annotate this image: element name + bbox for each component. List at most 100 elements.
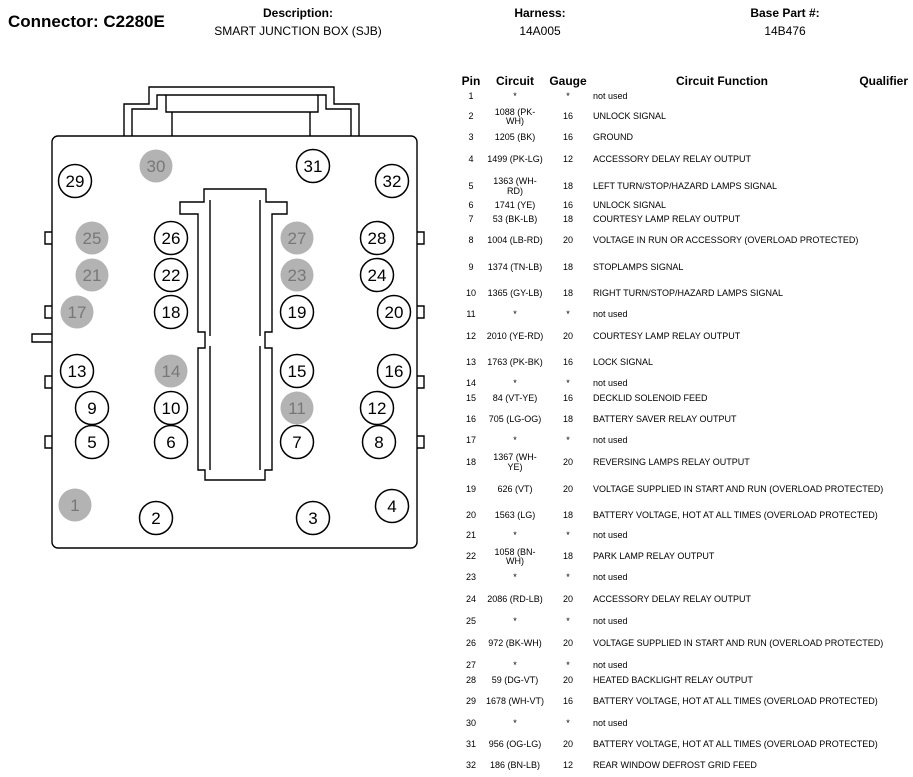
pin-cavity-19: 19 bbox=[279, 294, 315, 330]
table-row: 23**not used bbox=[456, 571, 908, 585]
circuit-cell: 1363 (WH-RD) bbox=[493, 176, 537, 196]
pin-number-label: 2 bbox=[151, 509, 160, 528]
function-cell: not used bbox=[593, 90, 628, 101]
pin-circle bbox=[57, 163, 93, 199]
pin-cell: 19 bbox=[465, 484, 476, 495]
pin-cavity-6: 6 bbox=[153, 424, 189, 460]
pin-circle bbox=[359, 257, 395, 293]
pin-number-label: 7 bbox=[292, 433, 301, 452]
table-row: 27**not used bbox=[456, 659, 908, 673]
circuit-cell: * bbox=[513, 717, 517, 728]
function-cell: GROUND bbox=[593, 132, 633, 143]
circuit-cell: 1741 (YE) bbox=[494, 199, 536, 210]
pin-cell: 9 bbox=[468, 262, 474, 273]
pin-cell: 30 bbox=[465, 717, 476, 728]
gauge-cell: 20 bbox=[562, 594, 573, 605]
pin-number-label: 10 bbox=[162, 399, 181, 418]
circuit-cell: 2086 (RD-LB) bbox=[487, 594, 543, 605]
gauge-cell: 16 bbox=[562, 111, 573, 122]
function-cell: LOCK SIGNAL bbox=[593, 357, 654, 368]
gauge-cell: 18 bbox=[562, 180, 573, 191]
function-cell: ACCESSORY DELAY RELAY OUTPUT bbox=[593, 594, 752, 605]
function-cell: UNLOCK SIGNAL bbox=[593, 111, 667, 122]
circuit-cell: 186 (BN-LB) bbox=[489, 760, 541, 771]
function-cell: COURTESY LAMP RELAY OUTPUT bbox=[593, 214, 741, 225]
function-cell: RIGHT TURN/STOP/HAZARD LAMPS SIGNAL bbox=[593, 288, 784, 299]
pin-number-label: 31 bbox=[304, 157, 323, 176]
table-row: 21**not used bbox=[456, 529, 908, 543]
pin-cavity-12: 12 bbox=[359, 390, 395, 426]
pin-circle bbox=[376, 294, 412, 330]
gauge-cell: 18 bbox=[562, 510, 573, 521]
function-cell: UNLOCK SIGNAL bbox=[593, 199, 667, 210]
circuit-cell: 1365 (GY-LB) bbox=[487, 288, 543, 299]
base-part-block: Base Part #: 14B476 bbox=[720, 6, 850, 38]
pin-cavity-15: 15 bbox=[279, 353, 315, 389]
circuit-cell: 956 (OG-LG) bbox=[488, 739, 542, 750]
col-header-circuit: Circuit bbox=[495, 74, 534, 88]
pin-number-label: 28 bbox=[368, 229, 387, 248]
gauge-cell: 16 bbox=[562, 199, 573, 210]
pin-cavity-4: 4 bbox=[374, 488, 410, 524]
gauge-cell: 20 bbox=[562, 638, 573, 649]
circuit-cell: 53 (BK-LB) bbox=[492, 214, 538, 225]
pin-cell: 7 bbox=[468, 214, 474, 225]
table-row: 1**not used bbox=[456, 90, 908, 103]
pin-cavity-25: 25 bbox=[75, 221, 109, 255]
pin-circle bbox=[280, 258, 314, 292]
function-cell: VOLTAGE SUPPLIED IN START AND RUN (OVERL… bbox=[593, 484, 884, 495]
pin-number-label: 27 bbox=[288, 229, 307, 248]
pin-cavity-5: 5 bbox=[74, 424, 110, 460]
pin-circle bbox=[280, 221, 314, 255]
pin-number-label: 17 bbox=[68, 303, 87, 322]
pin-circle bbox=[374, 488, 410, 524]
circuit-cell: 1004 (LB-RD) bbox=[487, 235, 543, 246]
circuit-cell: * bbox=[513, 435, 517, 446]
pin-cavity-27: 27 bbox=[280, 221, 314, 255]
table-row: 25**not used bbox=[456, 615, 908, 629]
pin-cavity-26: 26 bbox=[153, 220, 189, 256]
gauge-cell: 18 bbox=[562, 288, 573, 299]
circuit-cell: * bbox=[513, 90, 517, 101]
function-cell: not used bbox=[593, 378, 628, 389]
circuit-cell: 1563 (LG) bbox=[494, 510, 536, 521]
pin-cell: 15 bbox=[465, 393, 476, 404]
base-part-value: 14B476 bbox=[764, 24, 806, 38]
pin-cavity-16: 16 bbox=[376, 353, 412, 389]
pin-circle bbox=[75, 258, 109, 292]
gauge-cell: 16 bbox=[562, 357, 573, 368]
function-cell: LEFT TURN/STOP/HAZARD LAMPS SIGNAL bbox=[593, 180, 778, 191]
circuit-cell: * bbox=[513, 378, 517, 389]
table-row: 30**not used bbox=[456, 716, 908, 731]
connector-body bbox=[51, 135, 418, 549]
pin-cavity-29: 29 bbox=[57, 163, 93, 199]
gauge-cell: * bbox=[566, 378, 570, 389]
circuit-cell: 1088 (PK-WH) bbox=[494, 106, 536, 126]
pin-number-label: 18 bbox=[162, 303, 181, 322]
gauge-cell: * bbox=[566, 660, 570, 671]
circuit-cell: 59 (DG-VT) bbox=[491, 674, 539, 685]
gauge-cell: 16 bbox=[562, 393, 573, 404]
description-block: Description: SMART JUNCTION BOX (SJB) bbox=[198, 6, 398, 38]
circuit-cell: 2010 (YE-RD) bbox=[486, 330, 544, 341]
pin-number-label: 29 bbox=[66, 172, 85, 191]
pin-cell: 4 bbox=[468, 154, 474, 165]
circuit-cell: 84 (VT-YE) bbox=[492, 393, 538, 404]
pin-circle bbox=[153, 257, 189, 293]
pin-cavity-31: 31 bbox=[295, 148, 331, 184]
gauge-cell: 18 bbox=[562, 214, 573, 225]
gauge-cell: * bbox=[566, 309, 570, 320]
pin-circle bbox=[138, 500, 174, 536]
circuit-cell: 705 (LG-OG) bbox=[488, 414, 542, 425]
pin-cell: 1 bbox=[468, 90, 474, 101]
pin-circle bbox=[376, 353, 412, 389]
pin-number-label: 14 bbox=[162, 362, 181, 381]
pin-cavity-2: 2 bbox=[138, 500, 174, 536]
